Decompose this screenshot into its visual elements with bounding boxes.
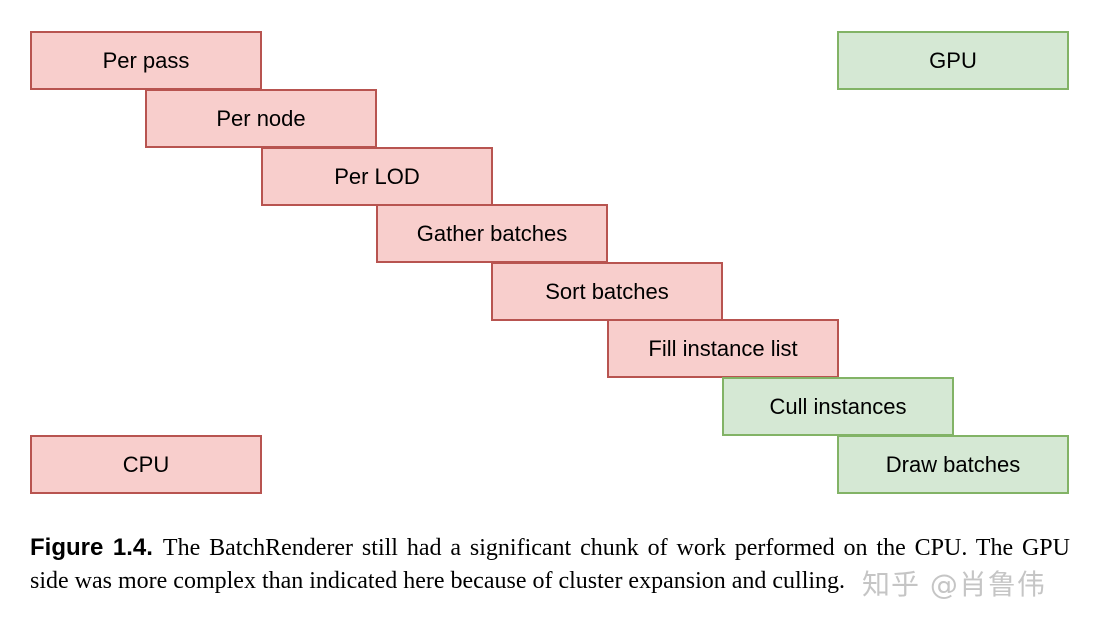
step-per-pass-label: Per pass (102, 47, 190, 73)
step-per-pass: Per pass (30, 31, 262, 90)
watermark: 知乎 @肖鲁伟 (862, 568, 1046, 601)
step-gather-batches: Gather batches (376, 204, 608, 263)
step-sort-batches-label: Sort batches (545, 278, 669, 304)
legend-gpu: GPU (837, 31, 1069, 90)
step-fill-instance-list: Fill instance list (607, 319, 839, 378)
step-cull-instances-label: Cull instances (769, 393, 907, 419)
legend-cpu-label: CPU (122, 451, 170, 477)
legend-cpu: CPU (30, 435, 262, 494)
step-gather-batches-label: Gather batches (416, 220, 568, 246)
step-per-lod-label: Per LOD (334, 163, 420, 189)
step-per-node: Per node (145, 89, 377, 148)
figure-caption: Figure 1.4.The BatchRenderer still had a… (30, 532, 1070, 597)
legend-gpu-label: GPU (929, 47, 977, 73)
step-per-lod: Per LOD (261, 147, 493, 206)
step-draw-batches-label: Draw batches (885, 451, 1021, 477)
step-draw-batches: Draw batches (837, 435, 1069, 494)
figure-caption-text: The BatchRenderer still had a significan… (30, 535, 1070, 594)
figure-caption-label: Figure 1.4. (30, 534, 153, 561)
step-cull-instances: Cull instances (722, 377, 954, 436)
step-sort-batches: Sort batches (491, 262, 723, 321)
step-fill-instance-list-label: Fill instance list (648, 335, 798, 361)
step-per-node-label: Per node (216, 105, 306, 131)
